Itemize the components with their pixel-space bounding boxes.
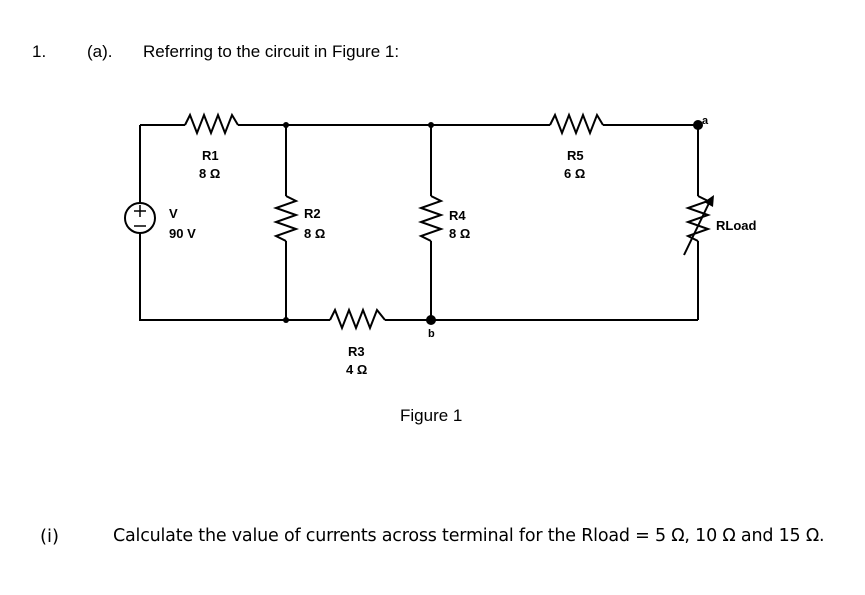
r2-value: 8 Ω [304,226,325,241]
r2-name: R2 [304,206,321,221]
r4-name: R4 [449,208,466,223]
source-name: V [169,206,178,221]
subquestion-number: (i) [40,526,60,547]
r5-value: 6 Ω [564,166,585,181]
source-value: 90 V [169,226,196,241]
r5-name: R5 [567,148,584,163]
terminal-b-label: b [428,328,435,340]
r4-value: 8 Ω [449,226,470,241]
figure-caption: Figure 1 [400,406,462,425]
resistor-r5 [549,112,604,136]
question-text: Referring to the circuit in Figure 1: [143,42,400,61]
terminal-b-node [426,315,436,325]
resistor-r1 [184,112,239,136]
plus-sign [134,205,146,217]
r3-name: R3 [348,344,365,359]
r1-name: R1 [202,148,219,163]
resistor-r3 [329,307,386,331]
variable-arrow-shaft [683,200,711,256]
rload-name: RLoad [716,218,757,233]
subquestion-text: Calculate the value of currents across t… [113,526,825,546]
r1-value: 8 Ω [199,166,220,181]
resistor-rload [684,195,712,242]
question-part: (a). [87,42,113,61]
r3-value: 4 Ω [346,362,367,377]
wire-top-left [139,124,185,203]
wire-left-bottom [139,233,698,321]
resistor-r4 [417,195,445,242]
resistor-r2 [272,195,300,242]
terminal-a-label: a [702,115,709,127]
node-bottom-1 [283,317,289,323]
question-number: 1. [32,42,47,61]
variable-arrow-head [704,195,714,207]
